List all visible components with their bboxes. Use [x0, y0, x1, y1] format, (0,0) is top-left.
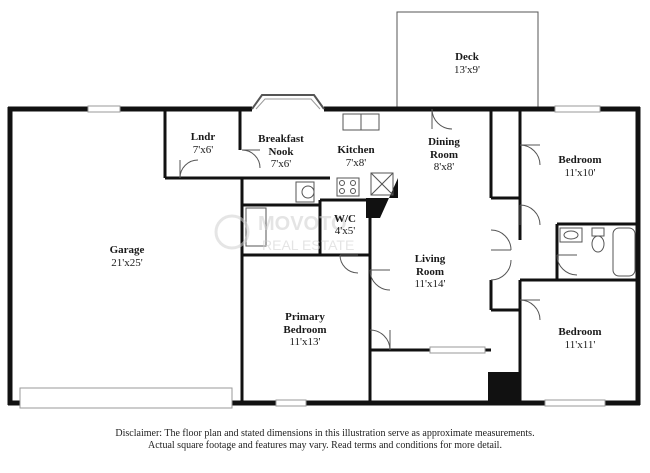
breakfast-label-1: Breakfast — [258, 133, 304, 145]
primary-label-2: Bedroom — [283, 324, 326, 336]
laundry-label: Lndr — [191, 131, 216, 143]
doors — [179, 108, 578, 351]
bedroom1-label: Bedroom — [558, 154, 601, 166]
garage-label: Garage — [110, 244, 145, 256]
primary-label-1: Primary — [285, 311, 325, 323]
disclaimer-line-2: Actual square footage and features may v… — [148, 440, 502, 451]
kitchen-dim: 7'x8' — [346, 157, 366, 169]
primary-dim: 11'x13' — [289, 336, 320, 348]
range — [336, 177, 360, 197]
bedroom2-dim: 11'x11' — [565, 339, 596, 351]
watermark: MOVOTO REAL ESTATE — [214, 213, 354, 253]
room-labels: Deck 13'x9' Lndr 7'x6' Breakfast Nook 7'… — [110, 51, 602, 351]
living-label-1: Living — [415, 253, 446, 265]
wic-dim: 4'x5' — [335, 225, 355, 237]
kitchen-label: Kitchen — [337, 144, 374, 156]
breakfast-label-2: Nook — [268, 146, 294, 158]
deck-label: Deck — [455, 51, 480, 63]
fridge — [370, 172, 394, 196]
living-label-2: Room — [416, 266, 444, 278]
closet-block — [488, 372, 520, 403]
living-dim: 11'x14' — [414, 278, 445, 290]
bedroom1-dim: 11'x10' — [564, 167, 595, 179]
bay-window — [251, 94, 325, 110]
watermark-line1: MOVOTO — [258, 213, 347, 235]
dining-label-1: Dining — [428, 136, 460, 148]
wic-label: W/C — [334, 213, 356, 225]
kitchen-sink — [342, 113, 380, 131]
dining-label-2: Room — [430, 149, 458, 161]
laundry-dim: 7'x6' — [193, 144, 213, 156]
bedroom2-label: Bedroom — [558, 326, 601, 338]
deck-dim: 13'x9' — [454, 64, 480, 76]
dining-dim: 8'x8' — [434, 161, 454, 173]
disclaimer-line-1: Disclaimer: The floor plan and stated di… — [115, 428, 535, 439]
windows — [19, 105, 606, 409]
stair-block — [366, 178, 398, 218]
watermark-line2: REAL ESTATE — [262, 237, 354, 253]
garage-dim: 21'x25' — [111, 257, 142, 269]
breakfast-dim: 7'x6' — [271, 158, 291, 170]
